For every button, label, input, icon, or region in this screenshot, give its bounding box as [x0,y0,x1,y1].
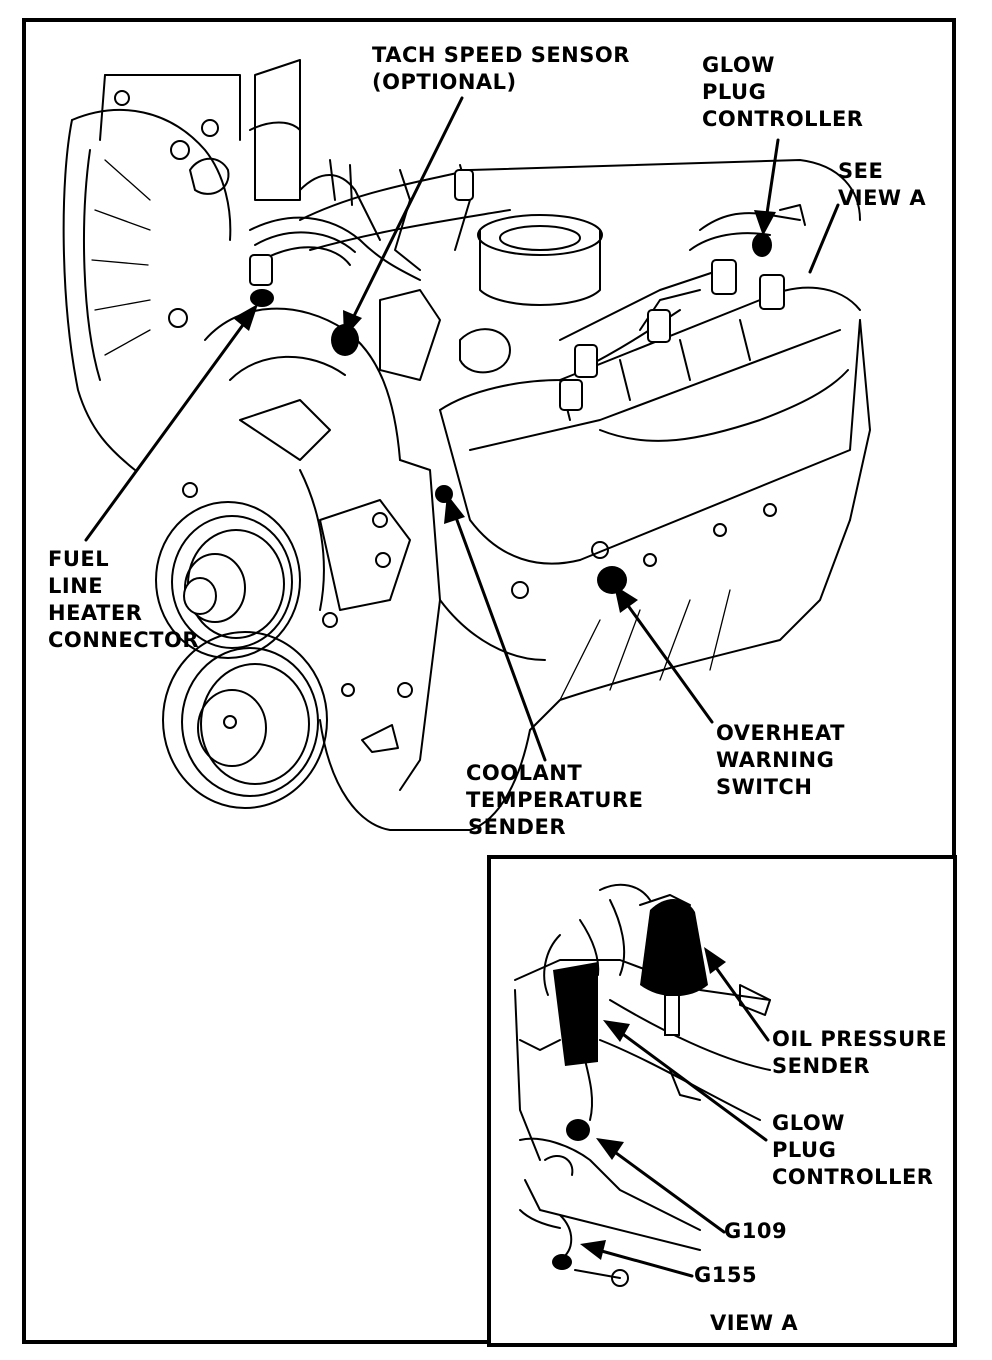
glow-plug-controller-marker [752,233,772,257]
arrow-head-icon [580,1240,606,1260]
glow-plug-controller-line-1: GLOW [702,53,775,77]
leader-lines [84,96,840,762]
view-a-title: VIEW A [710,1311,799,1335]
see-view-a-line-1: SEE [838,159,884,183]
fuel-line-heater-line-3: HEATER [48,601,143,625]
glow-plug-controller-line-3: CONTROLLER [702,107,864,131]
arrow-head-icon [343,310,362,338]
coolant-temperature-line-2: TEMPERATURE [466,788,644,812]
arrow-head-icon [596,1138,624,1160]
arrow-head-icon [704,947,726,974]
view-a-glow-plug-line-1: GLOW [772,1111,845,1135]
pulley-drawing [155,501,328,809]
tach-speed-sensor-label: TACH SPEED SENSOR (OPTIONAL) [372,42,630,96]
fuel-line-heater-line-4: CONNECTOR [48,628,200,652]
arrow-head-icon [233,304,258,331]
view-a-glow-plug-controller-label: GLOW PLUG CONTROLLER [772,1110,933,1191]
view-a-drawing [514,883,771,1287]
fuel-line-heater-line-2: LINE [48,574,104,598]
engine-block-drawing [182,307,871,831]
coolant-temperature-sender-label: COOLANT TEMPERATURE SENDER [466,760,644,841]
fuel-line-heater-connector-label: FUEL LINE HEATER CONNECTOR [48,546,199,654]
tach-speed-sensor-line-2: (OPTIONAL) [372,70,517,94]
coolant-temperature-line-3: SENDER [468,815,566,839]
view-a-leader-lines [580,947,770,1278]
see-view-a-label: SEE VIEW A [838,158,926,212]
glow-plug-controller-line-2: PLUG [702,80,767,104]
oil-pressure-sender-label: OIL PRESSURE SENDER [772,1026,947,1080]
arrow-head-icon [754,210,776,236]
fuel-lines-drawing [249,159,806,411]
arrow-head-icon [614,585,638,613]
fuel-line-heater-marker [250,289,274,307]
glow-plug-controller-label: GLOW PLUG CONTROLLER [702,52,863,133]
overheat-warning-switch-label: OVERHEAT WARNING SWITCH [716,720,845,801]
coolant-temperature-line-1: COOLANT [466,761,583,785]
overheat-warning-line-2: WARNING [716,748,835,772]
g109-label: G109 [724,1219,788,1243]
see-view-a-line-2: VIEW A [838,186,927,210]
view-a-glow-plug-line-3: CONTROLLER [772,1165,934,1189]
overheat-warning-line-3: SWITCH [716,775,813,799]
g155-label: G155 [694,1263,758,1287]
arrow-head-icon [603,1020,630,1042]
arrow-head-icon [444,494,465,524]
overheat-warning-line-1: OVERHEAT [716,721,845,745]
overheat-switch-marker [597,566,627,594]
oil-pressure-sender-line-1: OIL PRESSURE [772,1027,948,1051]
tach-speed-sensor-marker [331,324,359,356]
bell-housing-drawing [62,59,301,471]
oil-pressure-sender-line-2: SENDER [772,1054,870,1078]
view-a-glow-plug-line-2: PLUG [772,1138,837,1162]
fuel-line-heater-line-1: FUEL [48,547,110,571]
tach-speed-sensor-line-1: TACH SPEED SENSOR [372,43,630,67]
